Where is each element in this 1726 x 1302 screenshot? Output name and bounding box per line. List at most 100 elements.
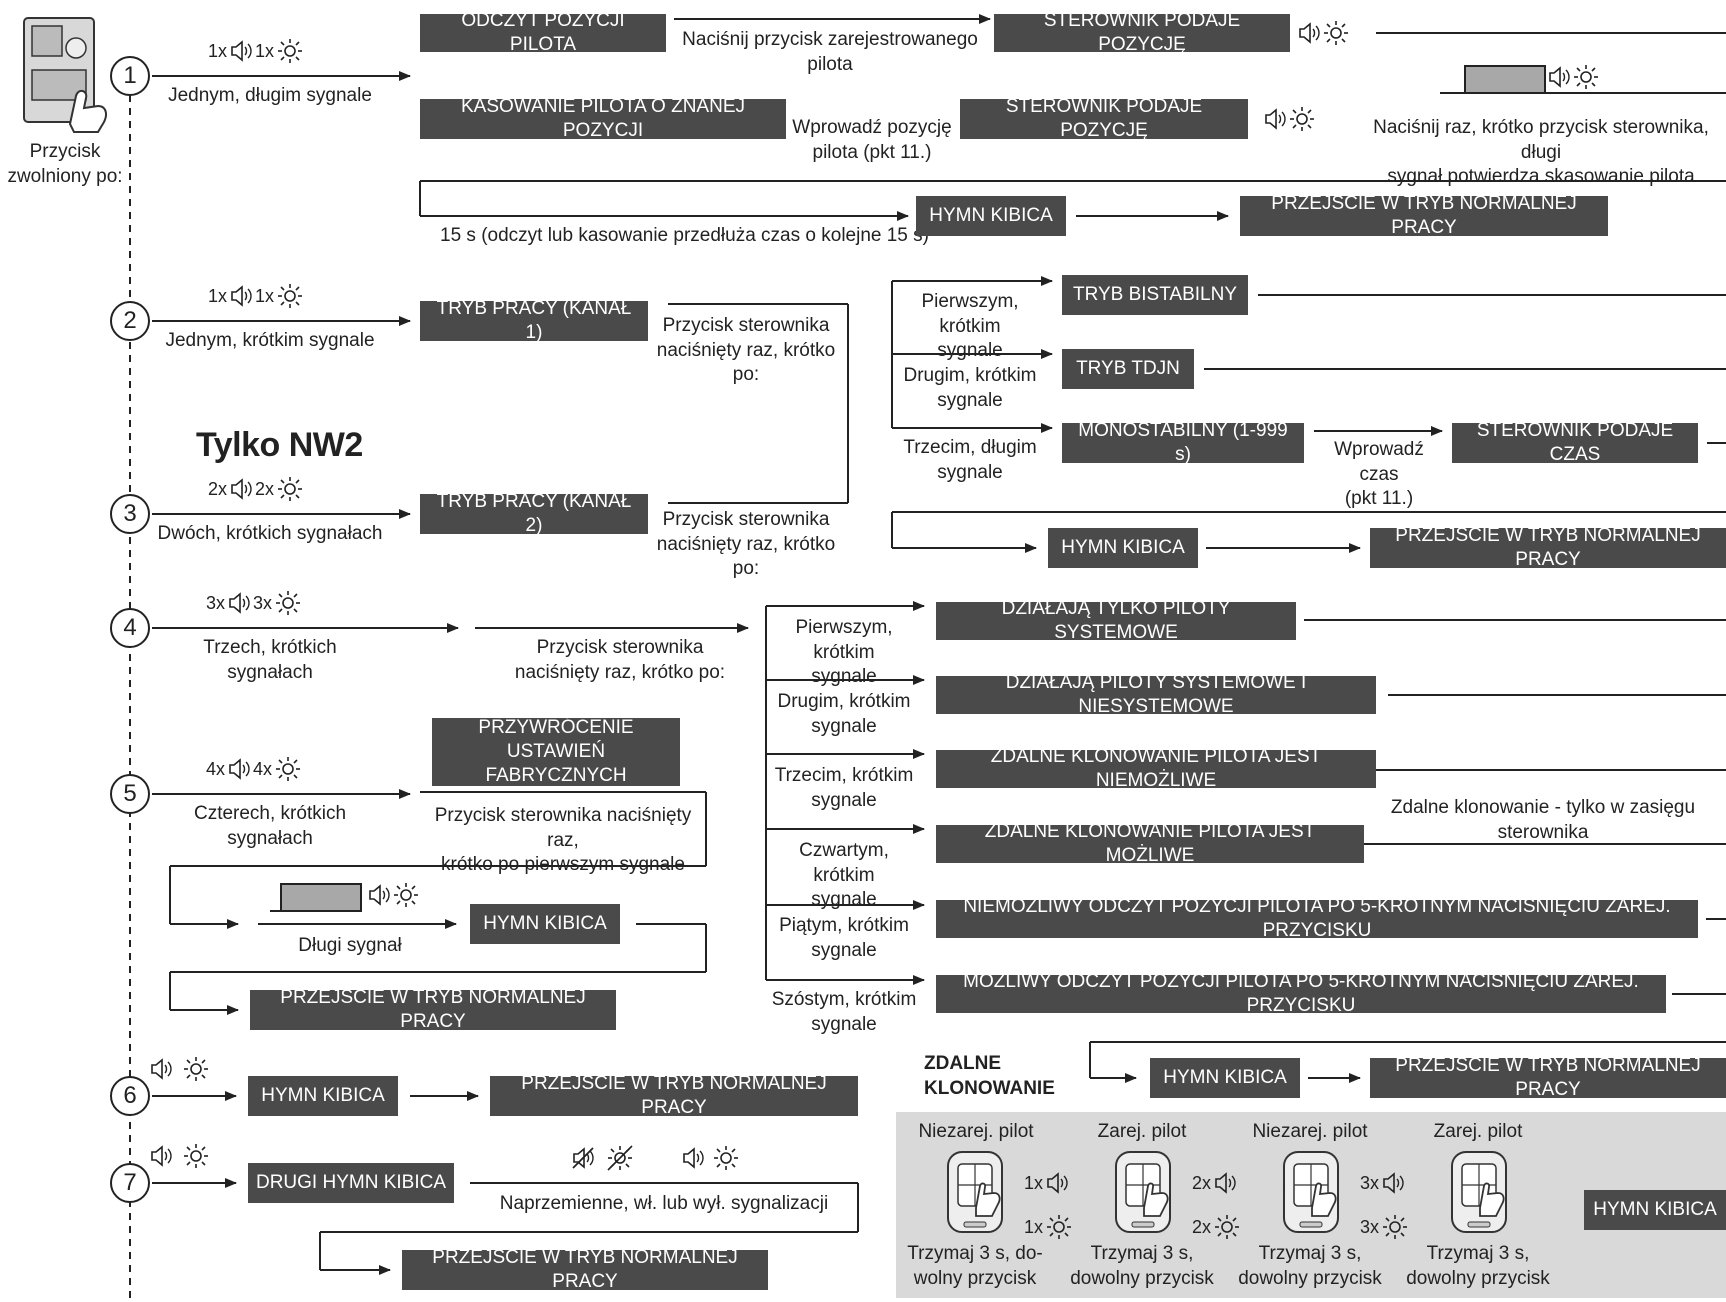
row4-label-4: Czwartym, krótkim sygnale <box>799 840 889 911</box>
step-3-desc: Dwóch, krótkich sygnałach <box>157 523 383 544</box>
enter-position-hint: Wprowadź pozycję pilota (pkt 11.) <box>792 117 952 163</box>
light-icon <box>278 477 303 501</box>
step-5-circle: 5 <box>110 774 150 814</box>
light-icon <box>276 757 301 781</box>
remote-icon <box>1283 1151 1339 1233</box>
light-icon <box>278 284 303 308</box>
speaker-icon <box>1549 66 1570 88</box>
clone-step-4-head: Zarej. pilot <box>1433 1121 1523 1142</box>
anthem-box-row5: HYMN KIBICA <box>470 904 620 944</box>
row4-label-6: Szóstym, krótkim sygnale <box>771 989 917 1035</box>
read-possible-box: MOŻLIWY ODCZYT POZYCJI PILOTA PO 5-KROTN… <box>936 971 1666 1016</box>
normal-mode-box-row4: PRZEJŚCIE W TRYB NORMALNEJ PRACY <box>1370 1055 1726 1100</box>
signal-count: 1x <box>255 40 275 61</box>
step-1-desc: Jednym, długim sygnale <box>168 85 372 106</box>
row1-signal-b <box>1264 106 1315 132</box>
row1-signal-a <box>1298 20 1349 46</box>
work-mode-ch2-box: TRYB PRACY (KANAŁ 2) <box>420 491 648 536</box>
speaker-icon <box>1215 1172 1236 1194</box>
light-icon <box>278 39 303 63</box>
clone-step-1-head: Niezarej. pilot <box>918 1121 1034 1142</box>
long-signal-label: Długi sygnał <box>298 935 402 956</box>
controller-gives-time-box: STEROWNIK PODAJE CZAS <box>1452 420 1698 465</box>
pressed-hint-ch2: Przycisk sterownika naciśnięty raz, krót… <box>656 509 836 580</box>
step-4-circle: 4 <box>110 608 150 648</box>
step-6-circle: 6 <box>110 1076 150 1116</box>
pressed-hint-ch1: Przycisk sterownika naciśnięty raz, krót… <box>656 315 836 386</box>
hand-icon <box>975 1182 1001 1217</box>
speaker-icon <box>1299 22 1320 44</box>
light-icon <box>1324 21 1348 45</box>
pressed-hint-row5: Przycisk sterownika naciśnięty raz, krót… <box>434 805 692 876</box>
row4-label-5: Piątym, krótkim sygnale <box>779 915 909 961</box>
system-remotes-only-box: DZIAŁAJĄ TYLKO PILOTY SYSTEMOWE <box>936 598 1296 643</box>
controller-device-icon <box>23 17 107 133</box>
normal-mode-box-row7: PRZEJŚCIE W TRYB NORMALNEJ PRACY <box>402 1247 768 1292</box>
step-4-signal: 3x 3x <box>206 590 301 616</box>
normal-mode-box-row5: PRZEJŚCIE W TRYB NORMALNEJ PRACY <box>250 987 616 1032</box>
speaker-icon <box>151 1145 172 1167</box>
factory-reset-box: PRZYWRÓCENIE USTAWIEŃ FABRYCZNYCH <box>432 717 680 786</box>
light-icon <box>1290 107 1314 131</box>
step-4-desc: Trzech, krótkich sygnałach <box>203 637 337 683</box>
anthem-box-row4: HYMN KIBICA <box>1150 1058 1300 1098</box>
step-7-circle: 7 <box>110 1163 150 1203</box>
system-and-nonsystem-box: DZIAŁAJĄ PILOTY SYSTEMOWE I NIESYSTEMOWE <box>936 672 1376 717</box>
row4-label-3: Trzecim, krótkim sygnale <box>774 765 914 811</box>
cloning-possible-box: ZDALNE KLONOWANIE PILOTA JEST MOŻLIWE <box>936 821 1364 866</box>
remote-cloning-title: ZDALNE KLONOWANIE <box>924 1053 1055 1099</box>
clone-sig-1-top: 1x <box>1024 1172 1068 1194</box>
light-icon <box>1574 65 1598 89</box>
light-off-icon <box>607 1145 633 1171</box>
nw2-title: Tylko NW2 <box>196 426 363 464</box>
hand-icon <box>1143 1182 1169 1217</box>
monostable-mode-box: MONOSTABILNY (1-999 s) <box>1062 420 1304 465</box>
clone-step-3-foot: Trzymaj 3 s, dowolny przycisk <box>1238 1243 1382 1289</box>
branch-first-label: Pierwszym, krótkim sygnale <box>921 291 1019 362</box>
clone-sig-3-bottom: 3x <box>1360 1214 1408 1240</box>
cloning-range-note: Zdalne klonowanie - tylko w zasięgu ster… <box>1390 797 1696 843</box>
pressed-hint-row4: Przycisk sterownika naciśnięty raz, krót… <box>514 637 726 683</box>
signal-off-icons <box>572 1145 633 1171</box>
tdjn-mode-box: TRYB TDJN <box>1062 349 1194 389</box>
light-icon <box>184 1144 208 1168</box>
remote-icon <box>1451 1151 1507 1233</box>
work-mode-ch1-box: TRYB PRACY (KANAŁ 1) <box>420 298 648 343</box>
timeout-note: 15 s (odczyt lub kasowanie przedłuża cza… <box>440 225 929 246</box>
anthem-box-clone: HYMN KIBICA <box>1584 1190 1726 1230</box>
speaker-icon <box>1265 108 1286 130</box>
light-icon <box>394 883 418 907</box>
row4-label-1: Pierwszym, krótkim sygnale <box>795 617 893 688</box>
step-2-circle: 2 <box>110 301 150 341</box>
speaker-icon <box>1383 1172 1404 1194</box>
normal-mode-box-row1: PRZEJŚCIE W TRYB NORMALNEJ PRACY <box>1240 193 1608 238</box>
speaker-icon <box>231 285 252 307</box>
toggle-signaling-hint: Naprzemienne, wł. lub wył. sygnalizacji <box>499 1193 829 1214</box>
clone-step-4-foot: Trzymaj 3 s, dowolny przycisk <box>1406 1243 1550 1289</box>
normal-mode-box-row23: PRZEJŚCIE W TRYB NORMALNEJ PRACY <box>1370 525 1726 570</box>
step-3-signal: 2x 2x <box>208 476 303 502</box>
step-1-circle: 1 <box>110 56 150 96</box>
step-2-signal: 1x 1x <box>208 283 303 309</box>
step-1-signal: 1x 1x <box>208 38 303 64</box>
light-icon <box>1383 1215 1408 1239</box>
speaker-icon <box>683 1147 704 1169</box>
branch-second-label: Drugim, krótkim sygnale <box>903 365 1037 411</box>
step-2-desc: Jednym, krótkim sygnale <box>165 330 375 351</box>
speaker-icon <box>1047 1172 1068 1194</box>
bistable-mode-box: TRYB BISTABILNY <box>1062 275 1248 315</box>
light-icon <box>1047 1215 1072 1239</box>
delete-confirm-hint: Naciśnij raz, krótko przycisk sterownika… <box>1373 117 1709 188</box>
light-icon <box>276 591 301 615</box>
clone-sig-1-bottom: 1x <box>1024 1214 1072 1240</box>
signal-on-icons <box>682 1145 739 1171</box>
anthem-box-row6: HYMN KIBICA <box>248 1076 398 1116</box>
branch-third-label: Trzecim, długim sygnale <box>903 437 1037 483</box>
step-5-desc: Czterech, krótkich sygnałach <box>193 803 347 849</box>
cloning-impossible-box: ZDALNE KLONOWANIE PILOTA JEST NIEMOŻLIWE <box>936 746 1376 791</box>
clone-sig-3-top: 3x <box>1360 1172 1404 1194</box>
speaker-icon <box>231 40 252 62</box>
controller-gives-position-box: STEROWNIK PODAJE POZYCJĘ <box>994 10 1290 55</box>
anthem-box-row1: HYMN KIBICA <box>916 196 1066 236</box>
clone-sig-2-bottom: 2x <box>1192 1214 1240 1240</box>
